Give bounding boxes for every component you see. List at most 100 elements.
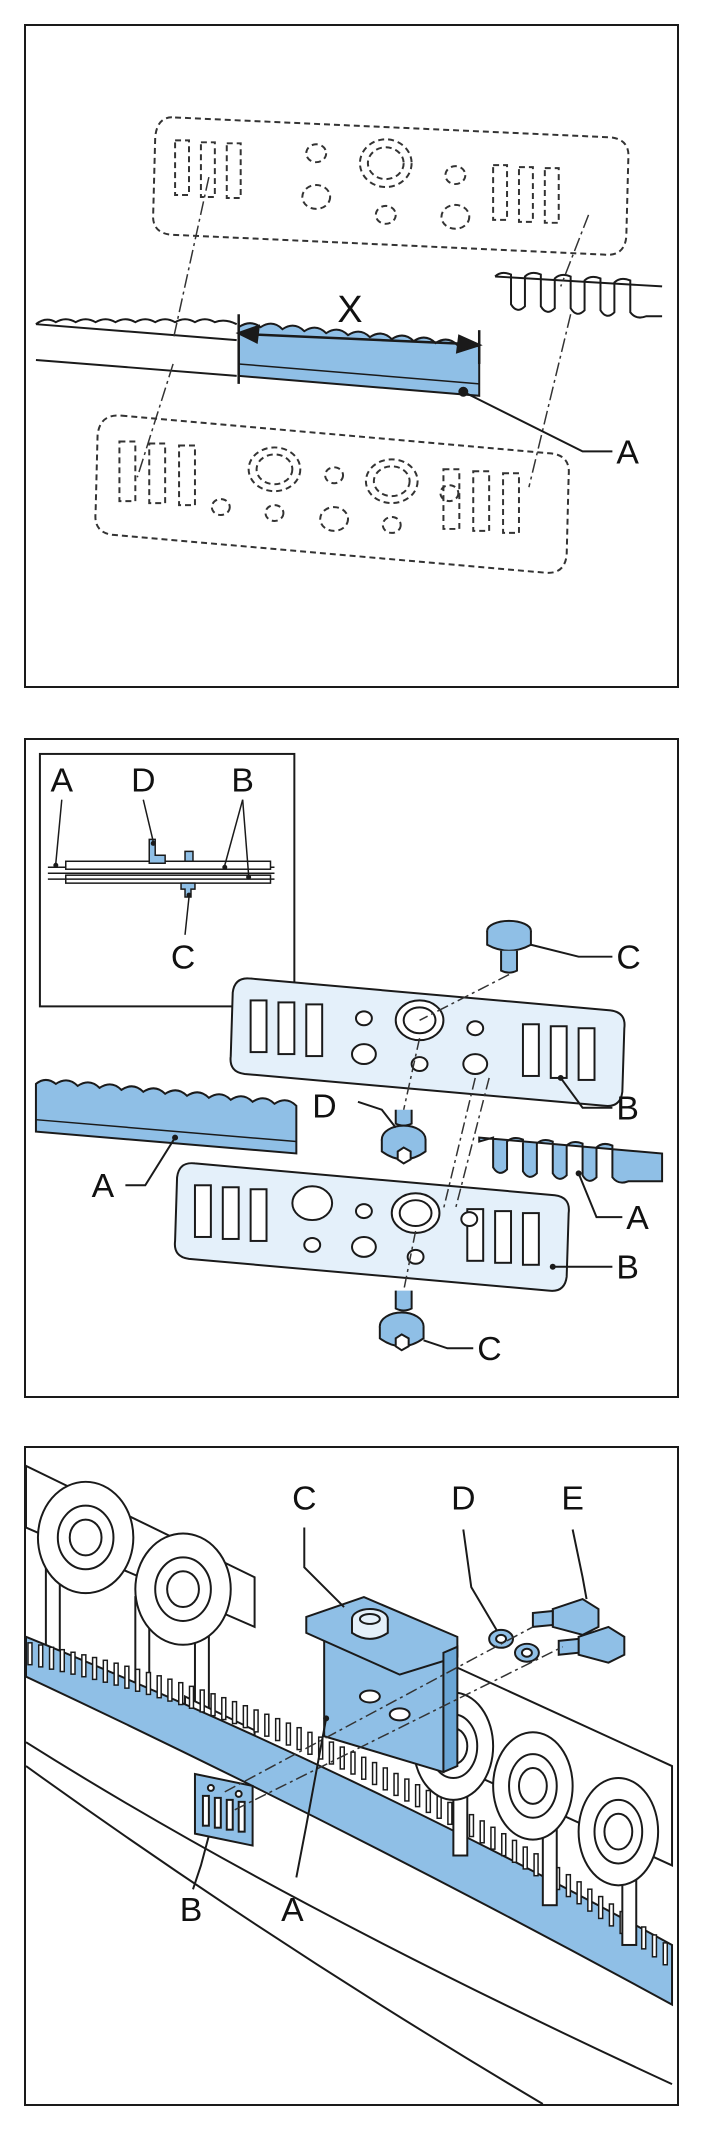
- callout-a-left: A: [92, 1167, 115, 1205]
- rack-tooth: [511, 1839, 518, 1864]
- rack-tooth: [382, 1767, 389, 1791]
- alignment-lines-panel-2: [402, 973, 510, 1291]
- rack-tooth: [597, 1895, 604, 1920]
- rack-tooth: [307, 1731, 313, 1755]
- rack-tooth: [479, 1820, 485, 1844]
- rack-tooth: [48, 1646, 55, 1670]
- bolts-e: [531, 1597, 626, 1664]
- rack-tooth: [339, 1746, 345, 1770]
- rack-tooth: [501, 1832, 507, 1857]
- rack-tooth: [651, 1934, 658, 1958]
- rack-tooth: [167, 1678, 173, 1702]
- callout-d: D: [451, 1480, 475, 1518]
- rack-tooth: [404, 1778, 410, 1802]
- rack-tooth: [156, 1675, 162, 1699]
- alignment-lines-panel-3: [224, 1626, 564, 1811]
- rack-tooth: [608, 1903, 615, 1927]
- joint-plate-b-lower: [173, 1162, 570, 1292]
- bolt-c-bottom: [378, 1290, 425, 1352]
- rack-tooth: [371, 1761, 378, 1786]
- callout-b-top: B: [616, 1090, 639, 1128]
- rack-piece-a: [237, 322, 481, 397]
- rack-a-right: [478, 1136, 664, 1184]
- rack-tooth: [468, 1813, 475, 1838]
- callout-a: A: [616, 433, 639, 471]
- rack-tooth: [436, 1795, 442, 1819]
- callout-e: E: [561, 1480, 584, 1518]
- rack-tooth: [533, 1853, 539, 1877]
- panel-1-illustration: X A: [35, 116, 663, 574]
- callout-c-bottom: C: [477, 1330, 501, 1368]
- rack-tooth: [113, 1662, 119, 1686]
- rack-tooth: [576, 1881, 582, 1905]
- upper-joint-plate-dashed: [152, 116, 630, 256]
- callout-c-top: C: [616, 939, 640, 977]
- rack-tooth: [587, 1888, 593, 1912]
- rack-tooth: [210, 1693, 216, 1717]
- dimension-x-label: X: [337, 289, 362, 331]
- leaders-panel-2: [125, 943, 623, 1350]
- rack-tooth: [199, 1689, 205, 1713]
- rack-tooth: [221, 1696, 227, 1721]
- rack-tooth: [350, 1751, 356, 1775]
- inset-callout-a: A: [51, 762, 74, 800]
- bolt-c-top: [486, 919, 532, 974]
- rack-tooth: [102, 1659, 109, 1683]
- callout-c: C: [292, 1480, 316, 1518]
- rack-a: [26, 1635, 674, 2007]
- callout-a: A: [281, 1891, 304, 1929]
- panel-1-rack-cut-length: X A: [24, 24, 679, 688]
- rack-tooth: [242, 1704, 249, 1729]
- rack-tooth: [37, 1644, 44, 1668]
- callout-b: B: [180, 1891, 203, 1929]
- dimension-x: [235, 314, 483, 384]
- rack-tooth: [662, 1942, 669, 1966]
- rack-tooth: [91, 1656, 98, 1681]
- existing-rack-right: [494, 271, 663, 319]
- leaders-panel-3: [192, 1527, 588, 1890]
- rack-tooth: [134, 1668, 141, 1692]
- rack-tooth: [414, 1784, 421, 1808]
- alignment-lines: [136, 176, 590, 488]
- inset-callout-d: D: [131, 762, 155, 800]
- panel-3-illustration: C D E B A: [26, 1464, 674, 2104]
- rack-tooth: [188, 1685, 195, 1709]
- bracket-c: [305, 1596, 459, 1774]
- rack-tooth: [264, 1713, 270, 1737]
- rack-tooth: [27, 1642, 33, 1666]
- existing-rack-left: [35, 318, 238, 377]
- callout-a-right: A: [626, 1199, 649, 1237]
- rack-a-left: [34, 1078, 298, 1155]
- rack-tooth: [360, 1756, 367, 1780]
- leader-a: [458, 386, 613, 453]
- rack-tooth: [274, 1717, 281, 1742]
- inset-callout-c: C: [171, 939, 195, 977]
- rack-tooth: [447, 1801, 453, 1826]
- rack-tooth: [425, 1789, 432, 1814]
- rack-tooth: [231, 1700, 238, 1725]
- washers-d: [488, 1628, 540, 1663]
- rack-tooth: [253, 1709, 259, 1733]
- rack-tooth: [522, 1846, 528, 1870]
- inset-callout-b: B: [231, 762, 254, 800]
- panel-2-illustration: A D B C: [34, 752, 664, 1368]
- rack-tooth: [124, 1665, 130, 1689]
- rack-tooth: [328, 1741, 335, 1765]
- rack-tooth: [145, 1671, 152, 1696]
- rack-tooth: [59, 1648, 66, 1673]
- panel-3-rack-mounting: C D E B A: [24, 1446, 679, 2106]
- rack-tooth: [640, 1926, 647, 1950]
- panel-2-joint-assembly: A D B C: [24, 738, 679, 1398]
- roller-carriage-left: [26, 1464, 256, 1748]
- rack-tooth: [285, 1722, 292, 1746]
- rack-tooth: [178, 1681, 184, 1706]
- rack-tooth: [70, 1651, 76, 1675]
- bolt-d: [380, 1109, 427, 1165]
- callout-b-bottom: B: [616, 1249, 639, 1287]
- rack-tooth: [565, 1873, 572, 1898]
- rack-tooth: [296, 1726, 302, 1751]
- lower-joint-plate-dashed: [94, 414, 570, 574]
- rack-tooth: [393, 1772, 399, 1797]
- inset-cross-section: A D B C: [38, 752, 296, 1008]
- rack-tooth: [490, 1826, 496, 1850]
